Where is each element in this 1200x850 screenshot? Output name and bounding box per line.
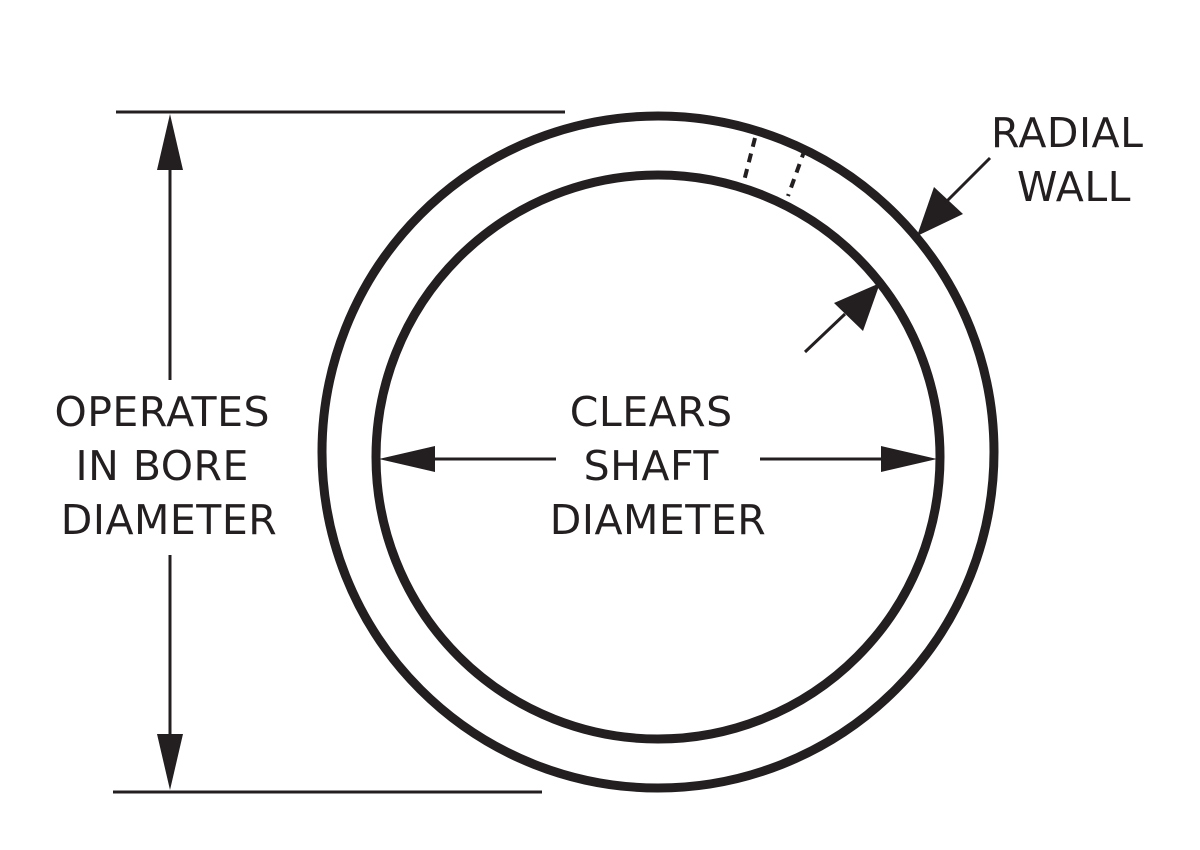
- shaft-arrowhead-right: [881, 446, 937, 472]
- shaft-diameter-label: CLEARS SHAFT DIAMETER: [550, 388, 766, 544]
- bore-diameter-label: OPERATES IN BORE DIAMETER: [54, 388, 283, 544]
- shaft-diameter-label-line-1: CLEARS: [570, 388, 733, 436]
- bore-diameter-label-line-3: DIAMETER: [61, 496, 277, 544]
- radial-wall-leader-line: [943, 156, 992, 205]
- radial-wall-label-line-1: RADIAL: [991, 109, 1143, 157]
- bore-arrowhead-bottom: [157, 734, 183, 790]
- shaft-diameter-label-line-2: SHAFT: [584, 442, 720, 490]
- radial-wall-arrowhead-outer: [917, 187, 963, 236]
- radial-wall-label: RADIAL WALL: [991, 109, 1157, 211]
- radial-wall-arrowhead-inner: [834, 283, 880, 331]
- inner-ring-circle: [371, 170, 945, 744]
- shaft-arrowhead-left: [379, 446, 435, 472]
- shaft-diameter-label-line-3: DIAMETER: [550, 496, 766, 544]
- outer-ring-circle: [317, 111, 999, 793]
- radial-wall-inner-leader-line: [803, 312, 847, 354]
- radial-wall-label-line-2: WALL: [1017, 163, 1131, 211]
- bore-diameter-label-line-2: IN BORE: [76, 442, 249, 490]
- bore-arrowhead-top: [157, 114, 183, 170]
- wall-section-dashes: [741, 137, 807, 197]
- bore-diameter-label-line-1: OPERATES: [54, 388, 270, 436]
